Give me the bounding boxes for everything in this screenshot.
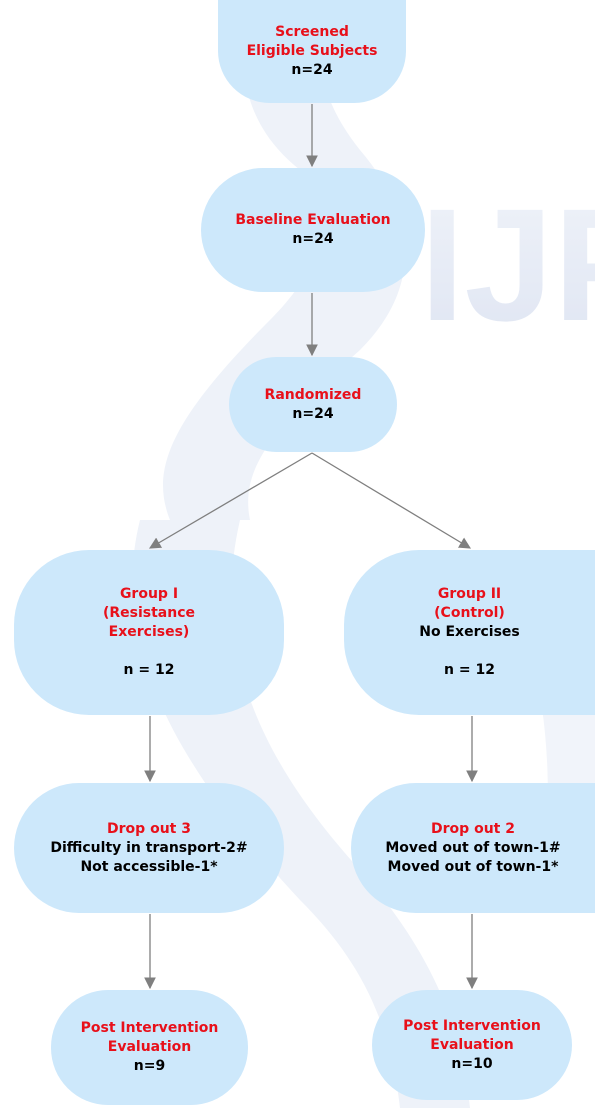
dropout1-node: Drop out 3 Difficulty in transport-2# No…	[14, 783, 284, 913]
post-eval1-count: n=9	[133, 1058, 166, 1074]
baseline-node: Baseline Evaluation n=24	[201, 168, 425, 292]
arrow-randomized-to-group1	[148, 452, 313, 549]
post-eval2-title: Post Intervention Evaluation	[403, 1017, 541, 1053]
group1-node: Group I (Resistance Exercises) n = 12	[14, 550, 284, 715]
randomized-node: Randomized n=24	[229, 357, 397, 452]
post-eval2-count: n=10	[451, 1055, 493, 1072]
watermark-swoosh-upper	[163, 0, 405, 520]
group2-title: Group II (Control)	[434, 586, 505, 621]
dropout1-title: Drop out 3	[107, 820, 191, 837]
screened-count: n=24	[291, 62, 333, 78]
baseline-title: Baseline Evaluation	[235, 212, 391, 228]
screened-node: Screened Eligible Subjects n=24	[218, 0, 406, 103]
dropout2-reasons: Moved out of town-1# Moved out of town-1…	[385, 839, 561, 875]
baseline-count: n=24	[292, 231, 334, 247]
dropout1-reasons: Difficulty in transport-2# Not accessibl…	[50, 839, 248, 875]
watermark-text: IJPT	[420, 175, 595, 354]
group2-count: n = 12	[444, 662, 495, 678]
group1-count: n = 12	[123, 662, 175, 678]
post-eval1-node: Post Intervention Evaluation n=9	[51, 990, 248, 1105]
group1-title: Group I (Resistance Exercises)	[102, 586, 196, 640]
group2-description: No Exercises	[419, 624, 520, 640]
post-eval1-title: Post Intervention Evaluation	[80, 1020, 219, 1055]
randomized-count: n=24	[292, 405, 334, 422]
randomized-title: Randomized	[264, 386, 362, 403]
screened-title: Screened Eligible Subjects	[246, 24, 378, 59]
arrow-randomized-to-group2	[311, 452, 472, 549]
group2-node: Group II (Control) No Exercises n = 12	[344, 550, 595, 715]
post-eval2-node: Post Intervention Evaluation n=10	[372, 990, 572, 1100]
dropout2-node: Drop out 2 Moved out of town-1# Moved ou…	[351, 783, 595, 913]
dropout2-title: Drop out 2	[431, 820, 515, 837]
